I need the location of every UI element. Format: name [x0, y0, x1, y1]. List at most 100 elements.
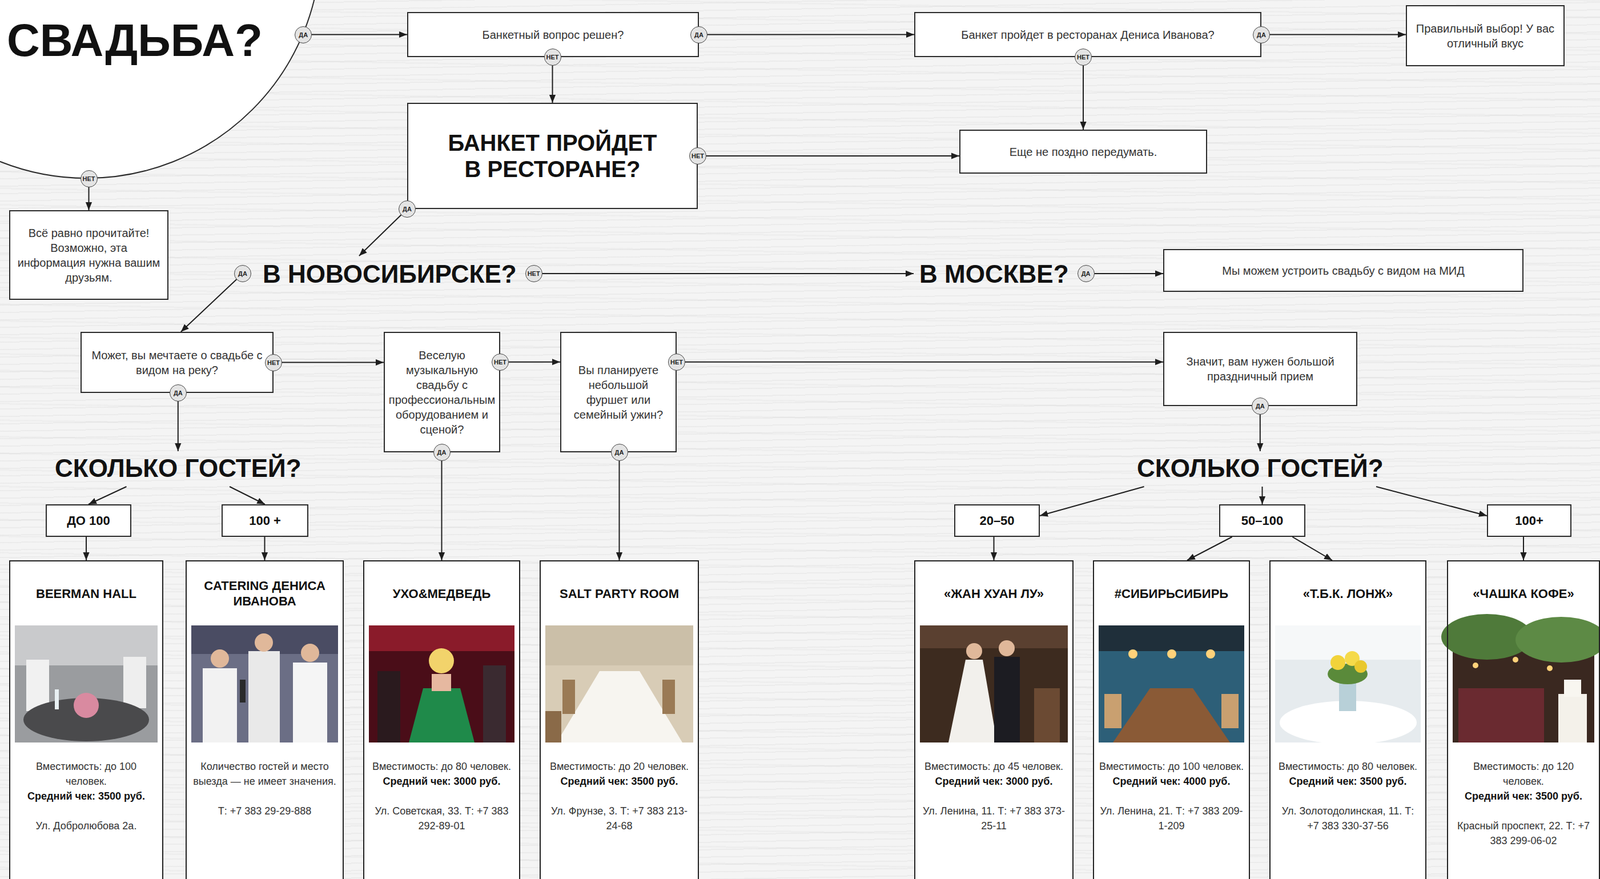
photo-shape [239, 679, 246, 703]
question-box: Значит, вам нужен большой праздничный пр… [1163, 331, 1358, 406]
photo-shape [368, 625, 515, 743]
flow-arrow [359, 208, 408, 256]
venue-detail: Ул. Ленина, 11. Т: +7 383 373-25-11 [919, 803, 1069, 834]
venue-name: УХО&МЕДВЕДЬ [392, 585, 492, 602]
photo [191, 625, 339, 743]
venue-detail: Ул. Золотодолинская, 11. Т: +7 383 330-3… [1274, 803, 1422, 834]
photo-shape [428, 648, 454, 674]
flow-arrow [697, 155, 960, 157]
box-text: БАНКЕТ ПРОЙДЕТ В РЕСТОРАНЕ? [439, 129, 666, 183]
flow-arrow [1292, 536, 1333, 561]
card-panel [1092, 560, 1250, 879]
question-box: Правильный выбор! У вас отличный вкус [1405, 5, 1565, 67]
answer-badge: НЕТ [1074, 48, 1092, 66]
flow-arrow [1039, 486, 1145, 516]
box-content: Всё равно прочитайте! Возможно, эта инфо… [17, 225, 161, 285]
venue-info: Вместимость: до 120 человек.Средний чек:… [1448, 758, 1599, 848]
venue-detail: Вместимость: до 100 человек. [1098, 758, 1245, 774]
title-text: СВАДЬБА? [6, 14, 263, 67]
card-panel [1446, 560, 1600, 879]
box-text: Может, вы мечтаете о свадьбе с видом на … [88, 347, 266, 378]
guest-range-box: 20–50 [954, 504, 1040, 537]
venue-detail: Вместимость: до 80 человек. [1274, 758, 1422, 774]
photo-slot [10, 625, 163, 746]
flow-arrow [229, 486, 265, 505]
box-text: Правильный выбор! У вас отличный вкус [1413, 21, 1557, 51]
venue-card: SALT PARTY ROOMВместимость: до 20 челове… [539, 560, 699, 879]
box-content: Банкетный вопрос решен? [482, 27, 625, 43]
venue-name: #СИБИРЬСИБИРЬ [1114, 585, 1229, 602]
photo-shape [1221, 693, 1239, 729]
photo-shape [1512, 656, 1519, 663]
photo-slot [186, 625, 343, 746]
answer-badge: НЕТ [668, 353, 686, 371]
answer-badge: НЕТ [544, 48, 562, 66]
box-content: Вы планируете небольшой фуршет или семей… [568, 362, 669, 422]
card-panel [914, 560, 1074, 879]
average-check: Средний чек: 3500 руб. [14, 788, 159, 804]
flow-arrow [618, 452, 621, 561]
flow-arrow [1261, 34, 1406, 36]
question-box: Может, вы мечтаете о свадьбе с видом на … [80, 331, 274, 393]
box-text: Еще не поздно передумать. [1009, 144, 1158, 160]
photo-shape [998, 640, 1015, 657]
photo-slot [1094, 625, 1249, 746]
answer-badge: ДА [398, 200, 416, 218]
venue-title-area: BEERMAN HALL [10, 561, 163, 626]
decision-box: БАНКЕТ ПРОЙДЕТ В РЕСТОРАНЕ? [407, 102, 698, 209]
venue-info: Вместимость: до 80 человек.Средний чек: … [364, 758, 520, 834]
venue-title-area: CATERING ДЕНИСА ИВАНОВА [186, 561, 343, 626]
photo-shape [73, 692, 99, 718]
box-text: Вы планируете небольшой фуршет или семей… [568, 362, 669, 422]
venue-info: Количество гостей и место выезда — не им… [186, 758, 343, 819]
venue-name: CATERING ДЕНИСА ИВАНОВА [191, 577, 339, 609]
photo-slot [915, 625, 1073, 746]
box-text: Значит, вам нужен большой праздничный пр… [1171, 354, 1350, 384]
photo-shape [191, 625, 339, 743]
photo [919, 625, 1068, 743]
question-box: Всё равно прочитайте! Возможно, эта инфо… [9, 210, 169, 300]
photo-shape [1034, 688, 1060, 743]
guest-range-box: 100+ [1486, 504, 1572, 537]
photo-shape [1098, 625, 1245, 651]
question-box: Веселую музыкальную свадьбу с профессион… [383, 331, 501, 453]
venue-info: Вместимость: до 80 человек.Средний чек: … [1270, 758, 1426, 834]
photo-shape [919, 625, 1068, 649]
guest-range-box: 100 + [221, 504, 309, 537]
answer-badge: НЕТ [264, 354, 283, 372]
venue-info: Вместимость: до 20 человек.Средний чек: … [540, 758, 698, 834]
photo-shape [300, 643, 320, 662]
photo-shape [408, 688, 475, 743]
photo-shape [1167, 649, 1177, 659]
box-text: 50–100 [1241, 512, 1284, 529]
venue-card: «ЧАШКА КОФЕ»Вместимость: до 120 человек.… [1446, 560, 1600, 879]
flow-arrow [303, 34, 408, 36]
photo-slot [364, 625, 520, 746]
photo-shape [483, 665, 506, 743]
answer-badge: ДА [1252, 26, 1270, 44]
box-text: 20–50 [979, 512, 1015, 529]
answer-badge: НЕТ [525, 264, 543, 283]
box-text: Мы можем устроить свадьбу с видом на МИД [1221, 263, 1465, 279]
card-panel [185, 560, 344, 879]
answer-badge: ДА [1077, 264, 1095, 283]
average-check: Средний чек: 3000 руб. [368, 773, 516, 789]
flow-arrow [441, 452, 443, 561]
heading-text: СКОЛЬКО ГОСТЕЙ? [54, 453, 302, 484]
photo-shape [254, 633, 273, 652]
venue-card: «Т.Б.К. ЛОНЖ»Вместимость: до 80 человек.… [1269, 560, 1427, 879]
photo-shape [1458, 688, 1545, 743]
box-content: БАНКЕТ ПРОЙДЕТ В РЕСТОРАНЕ? [439, 129, 666, 183]
venue-detail: Ул. Советская, 33. Т: +7 383 292-89-01 [368, 803, 516, 834]
venue-detail: Вместимость: до 80 человек. [368, 758, 516, 774]
flow-arrow [88, 486, 127, 505]
answer-badge: ДА [234, 264, 252, 283]
flow-arrow [1086, 272, 1164, 275]
photo-slot [1270, 625, 1426, 746]
photo [1275, 625, 1421, 745]
photo-shape [1472, 662, 1479, 669]
venue-detail: Вместимость: до 120 человек. [1452, 758, 1595, 789]
flow-arrow [500, 361, 561, 363]
